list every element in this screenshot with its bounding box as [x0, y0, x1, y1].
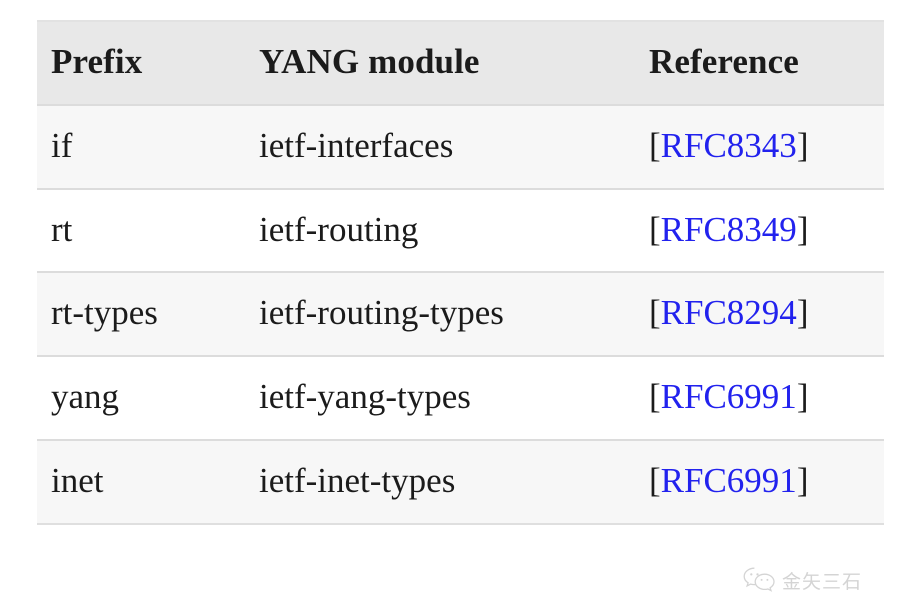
bracket-close: ] [796, 209, 809, 249]
cell-reference: [RFC8349] [635, 188, 884, 274]
bracket-close: ] [796, 460, 809, 500]
yang-prefix-table: Prefix YANG module Reference if ietf-int… [37, 20, 884, 525]
cell-prefix: yang [37, 356, 245, 441]
cell-module: ietf-routing-types [245, 272, 635, 357]
bracket-close: ] [796, 125, 809, 165]
column-header-prefix: Prefix [37, 20, 245, 106]
table-row: yang ietf-yang-types [RFC6991] [37, 356, 884, 441]
cell-prefix: rt-types [37, 272, 245, 357]
bracket-close: ] [796, 377, 809, 416]
cell-prefix: if [37, 104, 245, 190]
rfc-link[interactable]: RFC6991 [660, 377, 797, 416]
rfc-link[interactable]: RFC6991 [660, 460, 797, 500]
bracket-open: [ [649, 460, 661, 500]
cell-prefix: inet [37, 439, 245, 525]
table-body: if ietf-interfaces [RFC8343] rt ietf-rou… [37, 104, 884, 525]
cell-reference: [RFC6991] [635, 439, 884, 525]
table-row: if ietf-interfaces [RFC8343] [37, 104, 884, 190]
table-header: Prefix YANG module Reference [37, 20, 884, 106]
cell-module: ietf-routing [245, 188, 635, 274]
rfc-link[interactable]: RFC8294 [660, 293, 797, 333]
table-row: rt ietf-routing [RFC8349] [37, 188, 884, 274]
bracket-open: [ [649, 377, 661, 416]
cell-reference: [RFC8343] [635, 104, 884, 190]
rfc-link[interactable]: RFC8343 [660, 125, 797, 165]
bracket-open: [ [649, 125, 661, 165]
column-header-reference: Reference [635, 20, 884, 106]
rfc-link[interactable]: RFC8349 [660, 209, 797, 249]
yang-prefix-table-container: Prefix YANG module Reference if ietf-int… [37, 20, 884, 598]
cell-reference: [RFC6991] [635, 356, 884, 441]
cell-module: ietf-interfaces [245, 104, 635, 190]
bracket-close: ] [796, 293, 809, 333]
bracket-open: [ [649, 209, 661, 249]
cell-module: ietf-yang-types [245, 356, 635, 441]
cell-module: ietf-inet-types [245, 439, 635, 525]
cell-reference: [RFC8294] [635, 272, 884, 357]
bracket-open: [ [649, 293, 661, 333]
table-header-row: Prefix YANG module Reference [37, 20, 884, 106]
cell-prefix: rt [37, 188, 245, 274]
table-row: inet ietf-inet-types [RFC6991] [37, 439, 884, 525]
table-row: rt-types ietf-routing-types [RFC8294] [37, 272, 884, 357]
column-header-module: YANG module [245, 20, 635, 106]
